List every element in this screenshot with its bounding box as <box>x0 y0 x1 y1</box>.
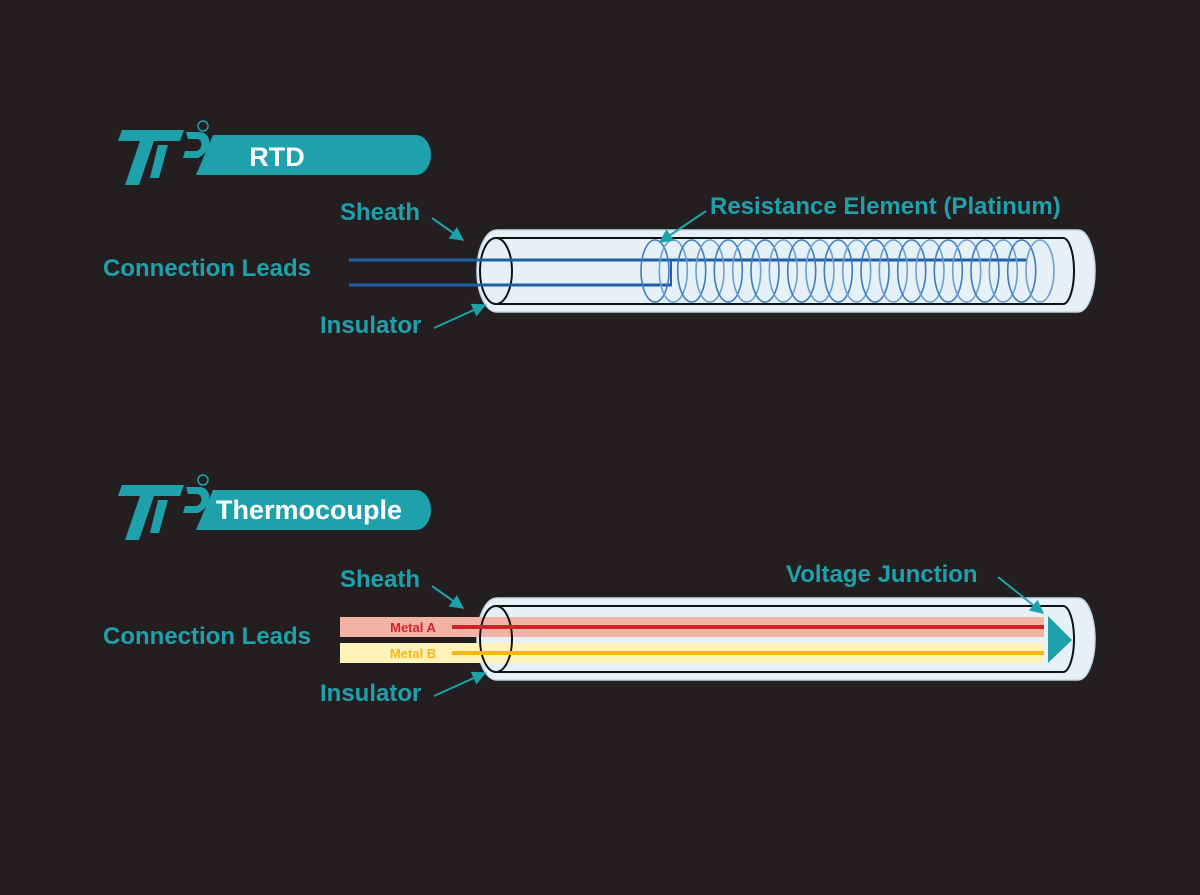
rtd-insulator-arrow <box>433 303 487 329</box>
thermocouple-sheath <box>476 597 1096 681</box>
rtd-probe <box>349 229 1096 313</box>
thermocouple-probe: Metal A Metal B <box>340 597 1096 681</box>
thermocouple-connection-leads-label: Connection Leads <box>103 623 311 650</box>
coil-loop <box>1025 239 1055 303</box>
coil-loop <box>823 239 854 303</box>
metal-b-label: Metal B <box>390 646 436 661</box>
coil-loop <box>640 239 670 303</box>
coil-loop <box>896 239 927 303</box>
coil-loop <box>933 239 964 303</box>
coil-loop <box>970 239 1000 303</box>
thermocouple-labels: Sheath Connection Leads Insulator Voltag… <box>103 561 1045 707</box>
thermocouple-title: Thermocouple <box>216 495 402 525</box>
metal-b-band <box>340 643 464 663</box>
rtd-sheath-arrow <box>431 217 465 241</box>
coil-loop <box>750 239 780 303</box>
coil-loop <box>676 239 707 303</box>
rtd-title-banner <box>196 135 431 175</box>
coil-loop <box>713 239 744 303</box>
coil-loop <box>988 239 1019 303</box>
tp-logo <box>118 474 210 540</box>
voltage-junction-label: Voltage Junction <box>786 561 978 588</box>
thermocouple-title-banner <box>196 490 431 530</box>
coil-loop <box>1006 239 1037 303</box>
coil-loop <box>841 239 872 303</box>
rtd-insulator-end <box>479 237 513 305</box>
metal-a-band <box>340 617 464 637</box>
rtd-sheath-label: Sheath <box>340 199 420 226</box>
coil-loop <box>878 239 909 303</box>
thermocouple-insulator-label: Insulator <box>320 680 421 707</box>
coil-loop <box>805 239 835 303</box>
coil-loop <box>860 239 890 303</box>
tp-logo <box>118 120 210 185</box>
thermocouple-insulator-arrow <box>433 671 487 697</box>
thermocouple-insulator-end <box>479 605 513 673</box>
coil-loop <box>786 239 817 303</box>
coil-loop <box>731 239 762 303</box>
coil-loop <box>951 239 982 303</box>
metal-a-label: Metal A <box>390 620 436 635</box>
rtd-platinum-coil <box>640 239 1055 303</box>
rtd-resistance-element-label: Resistance Element (Platinum) <box>710 193 1061 220</box>
thermocouple-header: Thermocouple <box>118 474 431 540</box>
rtd-header: RTD <box>118 120 431 185</box>
rtd-connection-leads-label: Connection Leads <box>103 255 311 282</box>
rtd-insulator-label: Insulator <box>320 312 421 339</box>
rtd-insulator <box>496 237 1075 305</box>
rtd-labels: Sheath Connection Leads Insulator Resist… <box>103 193 1061 339</box>
coil-loop <box>768 239 799 303</box>
thermocouple-insulator <box>496 605 1075 673</box>
thermocouple-sheath-label: Sheath <box>340 566 420 593</box>
thermocouple-sheath-arrow <box>431 585 465 609</box>
rtd-sheath <box>476 229 1096 313</box>
coil-loop <box>695 239 725 303</box>
rtd-resistance-element-arrow <box>658 210 707 243</box>
rtd-title: RTD <box>249 142 305 172</box>
coil-loop <box>915 239 945 303</box>
voltage-junction-marker <box>1048 616 1072 663</box>
voltage-junction-arrow <box>997 576 1045 614</box>
